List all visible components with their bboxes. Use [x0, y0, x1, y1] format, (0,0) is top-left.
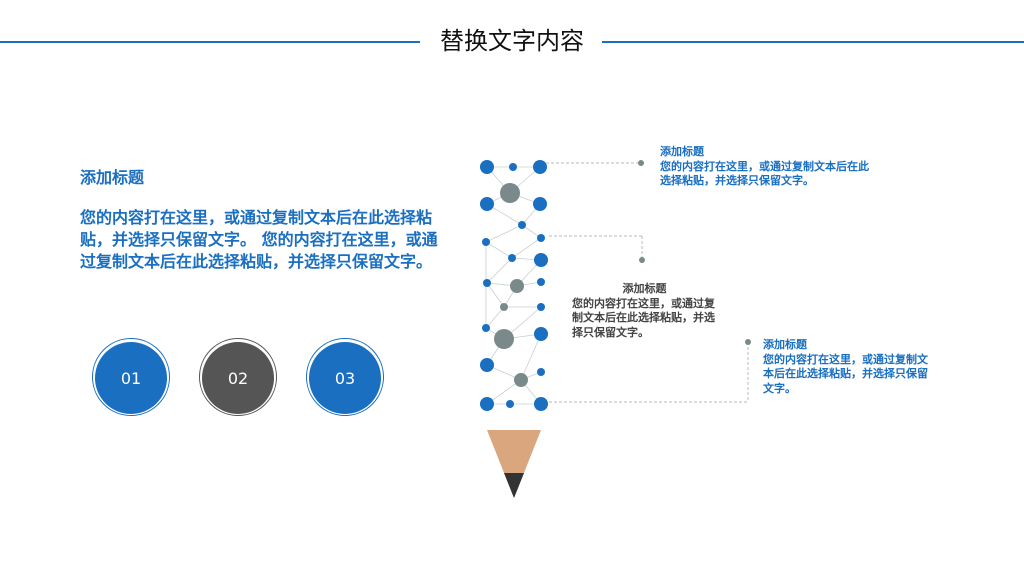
annotation-heading: 添加标题 — [660, 145, 704, 158]
left-heading: 添加标题 — [80, 168, 145, 187]
circle-label: 01 — [120, 368, 142, 388]
circle-ring-1 — [92, 338, 170, 416]
circle-03[interactable]: 03 — [309, 342, 381, 414]
network-dots — [480, 160, 548, 411]
annotation-2: 添加标题 您的内容打在这里，或通过复制文本后在此选择粘贴，并选择只保留文字。 — [572, 282, 717, 340]
circle-ring-2 — [199, 338, 277, 416]
annotation-heading: 添加标题 — [763, 338, 807, 351]
title-line-left — [0, 41, 420, 43]
callout-dot-1 — [638, 160, 644, 166]
annotation-body: 您的内容打在这里，或通过复制文本后在此选择粘贴，并选择只保留文字。 — [572, 296, 715, 339]
title-line-right — [602, 41, 1024, 43]
circle-label: 03 — [334, 368, 356, 388]
page-title: 替换文字内容 — [440, 27, 584, 55]
circle-01[interactable]: 01 — [95, 342, 167, 414]
circle-ring-3 — [306, 338, 384, 416]
circle-02[interactable]: 02 — [202, 342, 274, 414]
callout-dot-2 — [639, 257, 645, 263]
annotation-body: 您的内容打在这里，或通过复制文本后在此选择粘贴，并选择只保留文字。 — [660, 159, 869, 188]
callout-dot-3 — [745, 339, 751, 345]
circle-label: 02 — [227, 368, 249, 388]
left-body: 您的内容打在这里，或通过复制文本后在此选择粘贴，并选择只保留文字。 您的内容打在… — [80, 208, 438, 271]
pencil-lead — [504, 473, 524, 498]
annotation-body: 您的内容打在这里，或通过复制文本后在此选择粘贴，并选择只保留文字。 — [763, 352, 928, 395]
annotation-1: 添加标题 您的内容打在这里，或通过复制文本后在此选择粘贴，并选择只保留文字。 — [660, 145, 875, 189]
annotation-heading: 添加标题 — [622, 282, 667, 295]
callout-lines — [546, 162, 749, 403]
pencil-wood — [487, 430, 541, 498]
annotation-3: 添加标题 您的内容打在这里，或通过复制文本后在此选择粘贴，并选择只保留文字。 — [763, 338, 935, 396]
